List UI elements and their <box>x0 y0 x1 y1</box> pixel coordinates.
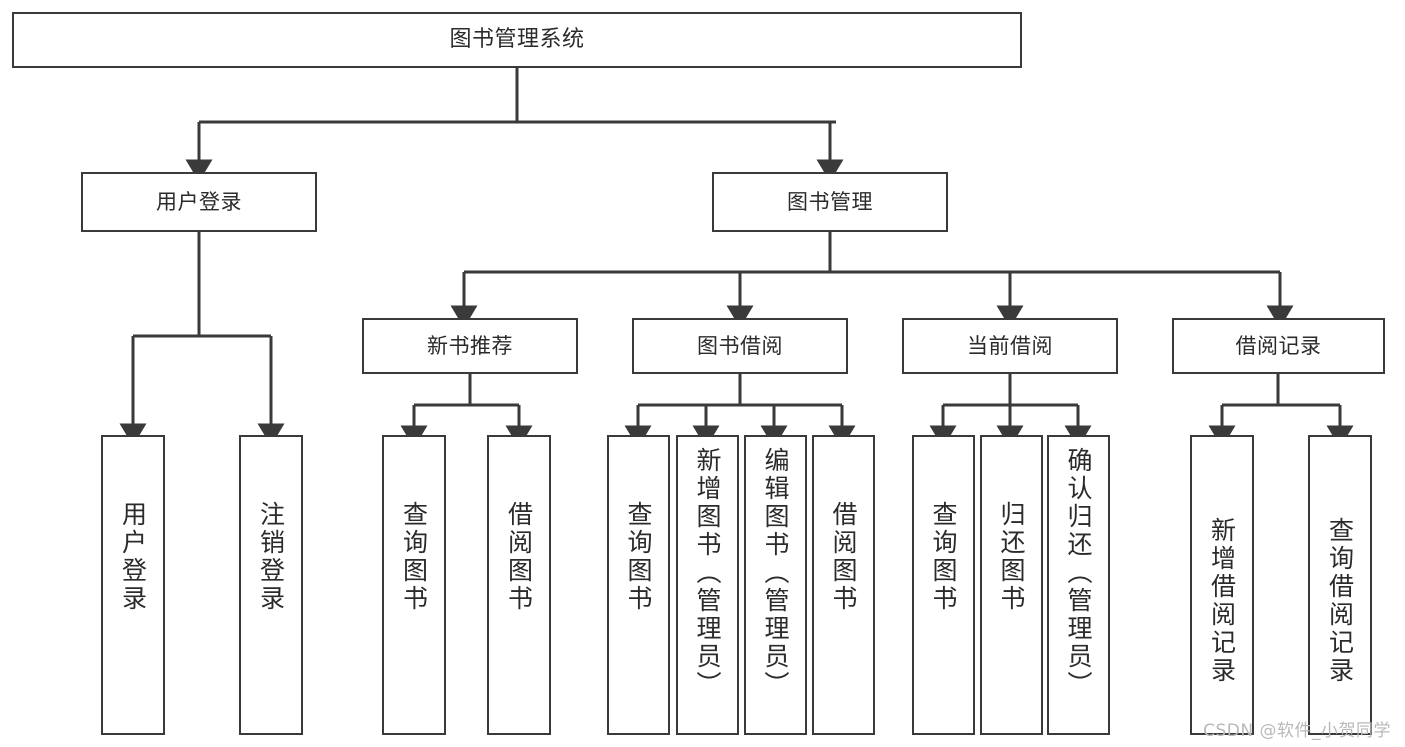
node-new-book-recommend[interactable]: 新书推荐 <box>362 318 578 374</box>
node-label: 确认归还（管理员） <box>1064 447 1093 699</box>
leaf-edit-book-admin[interactable]: 编辑图书（管理员） <box>744 435 807 735</box>
node-label: 新增借阅记录 <box>1207 517 1237 685</box>
node-book-management[interactable]: 图书管理 <box>712 172 948 232</box>
node-label: 查询图书 <box>929 501 958 613</box>
leaf-borrow-book-nb[interactable]: 借阅图书 <box>487 435 551 735</box>
node-label: 查询图书 <box>624 501 653 613</box>
leaf-user-login[interactable]: 用户登录 <box>101 435 165 735</box>
node-label: 编辑图书（管理员） <box>761 447 790 699</box>
node-label: 图书管理 <box>787 189 873 214</box>
node-label: 图书借阅 <box>697 333 783 358</box>
node-label: 查询图书 <box>399 501 429 613</box>
node-label: 新增图书（管理员） <box>693 447 722 699</box>
node-label: 借阅记录 <box>1235 333 1322 358</box>
node-label: 用户登录 <box>156 189 242 214</box>
leaf-confirm-return-admin[interactable]: 确认归还（管理员） <box>1047 435 1110 735</box>
node-label: 借阅图书 <box>829 501 858 613</box>
node-current-borrow[interactable]: 当前借阅 <box>902 318 1118 374</box>
leaf-logout[interactable]: 注销登录 <box>239 435 303 735</box>
leaf-add-book-admin[interactable]: 新增图书（管理员） <box>676 435 739 735</box>
node-root-system[interactable]: 图书管理系统 <box>12 12 1022 68</box>
leaf-query-book-cb[interactable]: 查询图书 <box>912 435 975 735</box>
node-label: 图书管理系统 <box>449 27 585 53</box>
node-label: 注销登录 <box>256 501 286 613</box>
node-label: 借阅图书 <box>504 501 534 613</box>
node-label: 用户登录 <box>118 501 148 613</box>
leaf-query-book-bb[interactable]: 查询图书 <box>607 435 670 735</box>
node-book-borrow[interactable]: 图书借阅 <box>632 318 848 374</box>
leaf-return-book[interactable]: 归还图书 <box>980 435 1043 735</box>
node-label: 新书推荐 <box>427 333 513 358</box>
node-label: 查询借阅记录 <box>1325 517 1355 685</box>
leaf-borrow-book-bb[interactable]: 借阅图书 <box>812 435 875 735</box>
leaf-add-borrow-record[interactable]: 新增借阅记录 <box>1190 435 1254 735</box>
node-label: 当前借阅 <box>967 333 1053 358</box>
node-label: 归还图书 <box>997 501 1026 613</box>
leaf-query-book-nb[interactable]: 查询图书 <box>382 435 446 735</box>
node-borrow-record[interactable]: 借阅记录 <box>1172 318 1385 374</box>
leaf-query-borrow-record[interactable]: 查询借阅记录 <box>1308 435 1372 735</box>
node-user-login[interactable]: 用户登录 <box>81 172 317 232</box>
watermark-text: CSDN @软件_小贺同学 <box>1203 721 1391 741</box>
